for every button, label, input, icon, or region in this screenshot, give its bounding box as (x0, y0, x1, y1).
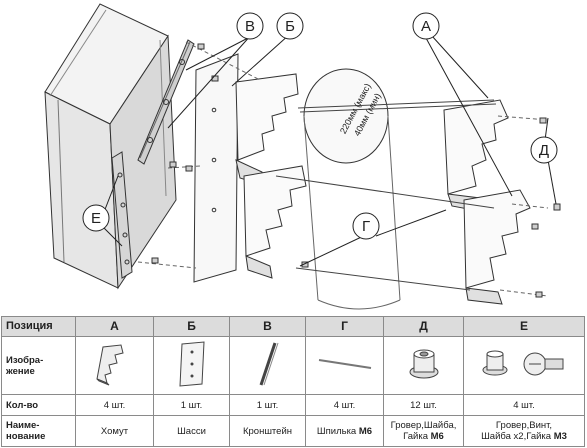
position-cell: Б (153, 316, 230, 337)
clamp-lower-right (463, 189, 531, 305)
callout-B: Б (285, 18, 295, 35)
row-header-name: Наиме- нование (1, 415, 76, 447)
studs (275, 99, 497, 291)
nut-washer-icon (409, 349, 438, 379)
chassis-plate (193, 53, 239, 283)
image-cell (305, 336, 384, 395)
enclosure-box (44, 3, 177, 290)
duct-cylinder (303, 68, 401, 310)
qty-cell: 12 шт. (383, 394, 464, 416)
position-cell: Г (305, 316, 384, 337)
callout-A: А (421, 18, 431, 35)
table-row: Позиция А Б В Г Д Е (1, 316, 585, 337)
name-text-line2: Шайба х2,Гайка (481, 431, 554, 442)
position-cell: Д (383, 316, 464, 337)
bracket-rail (137, 39, 195, 165)
parts-table: Позиция А Б В Г Д Е Изобра- жение Ко (1, 316, 585, 447)
table-row: Наиме- нование Хомут Шасси Кронштейн Шпи… (1, 415, 585, 447)
bracket-icon (259, 342, 278, 386)
row-header-image-line2: жение (6, 365, 35, 377)
qty-cell: 4 шт. (463, 394, 585, 416)
clamp-lower-left (243, 165, 307, 279)
callout-D: Д (539, 142, 549, 159)
side-rail (111, 151, 133, 279)
name-cell: Кронштейн (229, 415, 306, 447)
qty-cell: 4 шт. (75, 394, 154, 416)
image-cell (75, 336, 154, 395)
name-cell: Гровер,Шайба,Гайка М6 (383, 415, 464, 447)
name-cell: Гровер,Винт,Шайба х2,Гайка М3 (463, 415, 585, 447)
name-cell: Хомут (75, 415, 154, 447)
qty-cell: 1 шт. (229, 394, 306, 416)
position-cell: В (229, 316, 306, 337)
row-header-image: Изобра- жение (1, 336, 76, 395)
name-text: Шасси (177, 425, 206, 437)
qty-cell: 4 шт. (305, 394, 384, 416)
table-row: Изобра- жение (1, 336, 585, 395)
name-text: Кронштейн (242, 425, 293, 437)
chassis-plate-icon (178, 341, 205, 387)
name-cell: Шпилька М6 (305, 415, 384, 447)
row-header-name-line1: Наиме- (6, 420, 40, 431)
qty-cell: 1 шт. (153, 394, 230, 416)
name-text: Шпилька (316, 425, 359, 437)
table-row: Кол-во 4 шт. 1 шт. 1 шт. 4 шт. 12 шт. 4 … (1, 394, 585, 416)
screw-nut-icon (482, 350, 564, 376)
image-cell (229, 336, 306, 395)
nuts (151, 43, 561, 298)
row-header-name-line2: нование (6, 431, 46, 442)
image-cell (463, 336, 585, 395)
image-cell (383, 336, 464, 395)
image-cell (153, 336, 230, 395)
name-bold-size: М6 (358, 425, 373, 437)
row-header-qty: Кол-во (1, 394, 76, 416)
row-header-position: Позиция (1, 316, 76, 337)
name-text: Гровер,Винт, (495, 420, 553, 431)
name-bold-size: М3 (553, 431, 567, 442)
callout-E: Е (91, 210, 101, 227)
clamp-icon (95, 344, 124, 386)
position-cell: Е (463, 316, 585, 337)
name-text-line2: Гайка (403, 431, 431, 442)
position-cell: А (75, 316, 154, 337)
name-cell: Шасси (153, 415, 230, 447)
name-text: Гровер,Шайба, (390, 420, 457, 431)
name-bold-size: М6 (430, 431, 444, 442)
row-header-image-line1: Изобра- (6, 354, 44, 366)
callout-V: В (245, 18, 255, 35)
name-text: Хомут (100, 425, 129, 437)
stud-icon (318, 359, 371, 369)
assembly-drawing: В Б А Д Е Г 220мм (макс) 40мм (мин) (44, 3, 561, 310)
callout-G: Г (362, 218, 370, 235)
